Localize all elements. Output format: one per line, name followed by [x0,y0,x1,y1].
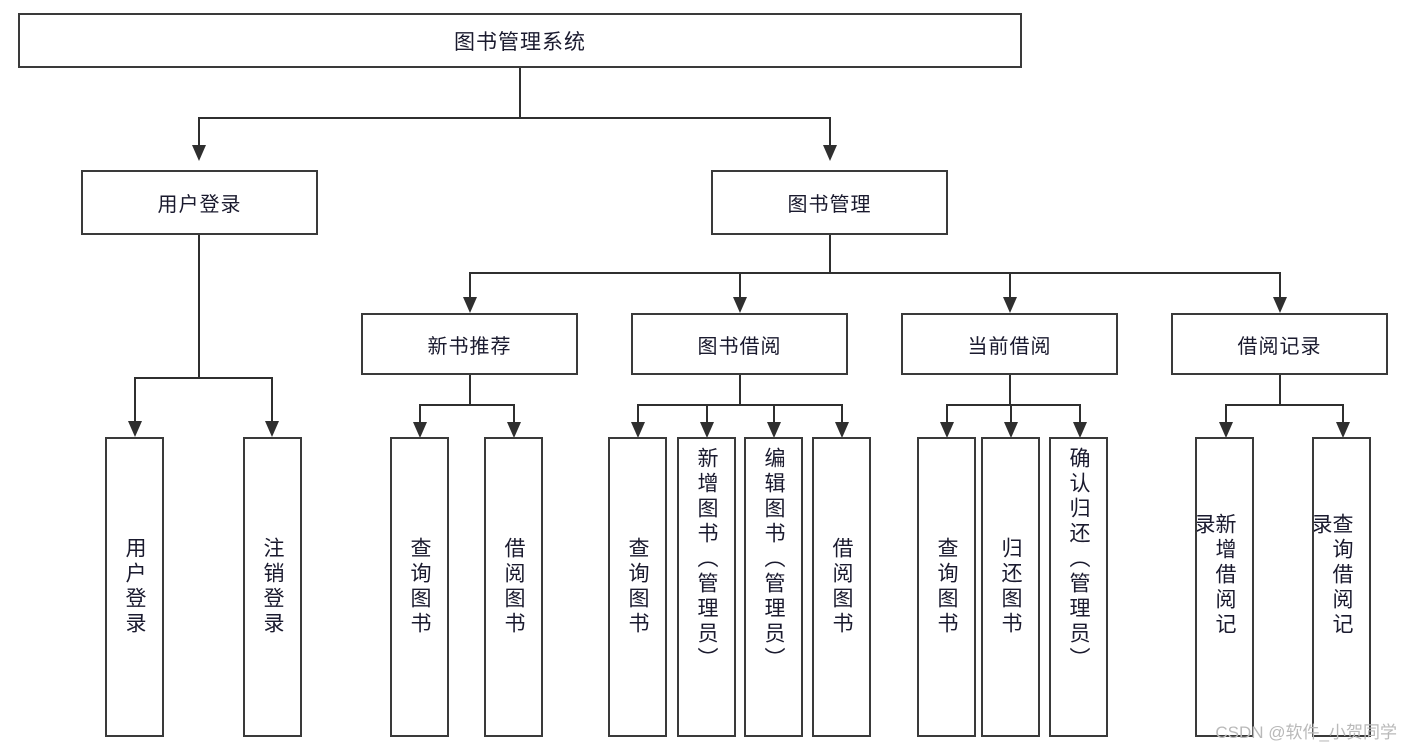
connector-current-borrow-bus [946,404,1079,406]
arrow-leaf-query-book-1 [413,422,427,438]
connector-current-borrow-drop-1 [946,404,948,422]
leaf-logout-label: 注销登录 [261,537,284,637]
leaf-query-book-1[interactable]: 查询图书 [390,437,449,737]
connector-book-borrow-bus [637,404,842,406]
connector-to-current-borrow [1009,272,1011,297]
node-new-book-recommend[interactable]: 新书推荐 [361,313,578,375]
connector-user-login-bus [134,377,271,379]
leaf-add-book-label: 新增图书（管理员） [695,447,718,672]
arrow-leaf-edit-book [767,422,781,438]
node-borrow-record[interactable]: 借阅记录 [1171,313,1388,375]
connector-to-borrow-record [1279,272,1281,297]
leaf-add-record-label: 新增借阅记录 [1195,513,1236,638]
arrow-to-book-mgmt [823,145,837,161]
connector-user-login-stem [198,235,200,377]
leaf-query-book-1-label: 查询图书 [408,537,431,637]
arrow-leaf-user-login [128,421,142,437]
csdn-watermark: CSDN @软件_小贺同学 [1215,723,1397,742]
leaf-user-login[interactable]: 用户登录 [105,437,164,737]
connector-new-book-bus [419,404,514,406]
connector-level3-bus [469,272,1280,274]
leaf-borrow-book-2[interactable]: 借阅图书 [812,437,871,737]
arrow-leaf-borrow-book-1 [507,422,521,438]
arrow-leaf-query-record [1336,422,1350,438]
connector-to-new-book [469,272,471,297]
connector-book-mgmt-stem [829,235,831,272]
connector-book-borrow-drop-1 [637,404,639,422]
connector-new-book-drop-1 [419,404,421,422]
arrow-leaf-query-book-3 [940,422,954,438]
connector-level2-bus [198,117,830,119]
connector-to-book-borrow [739,272,741,297]
arrow-leaf-add-record [1219,422,1233,438]
leaf-logout[interactable]: 注销登录 [243,437,302,737]
arrow-to-book-borrow [733,297,747,313]
leaf-confirm-return[interactable]: 确认归还（管理员） [1049,437,1108,737]
leaf-edit-book-label: 编辑图书（管理员） [762,447,785,672]
connector-user-login-drop-1 [134,377,136,421]
leaf-borrow-book-2-label: 借阅图书 [830,537,853,637]
leaf-confirm-return-label: 确认归还（管理员） [1067,447,1090,672]
connector-to-user-login [198,117,200,145]
connector-current-borrow-drop-3 [1079,404,1081,422]
leaf-return-book-label: 归还图书 [999,537,1022,637]
connector-new-book-drop-2 [513,404,515,422]
node-root[interactable]: 图书管理系统 [18,13,1022,68]
leaf-return-book[interactable]: 归还图书 [981,437,1040,737]
leaf-query-book-2[interactable]: 查询图书 [608,437,667,737]
connector-book-borrow-stem [739,375,741,404]
leaf-add-book[interactable]: 新增图书（管理员） [677,437,736,737]
leaf-query-record[interactable]: 查询借阅记录 [1312,437,1371,737]
node-book-borrow[interactable]: 图书借阅 [631,313,848,375]
arrow-to-current-borrow [1003,297,1017,313]
arrow-leaf-add-book [700,422,714,438]
connector-borrow-record-drop-1 [1225,404,1227,422]
connector-new-book-stem [469,375,471,404]
leaf-edit-book[interactable]: 编辑图书（管理员） [744,437,803,737]
arrow-to-new-book [463,297,477,313]
connector-root-stem [519,68,521,118]
arrow-leaf-return-book [1004,422,1018,438]
connector-borrow-record-bus [1225,404,1342,406]
leaf-add-record[interactable]: 新增借阅记录 [1195,437,1254,737]
connector-book-borrow-drop-2 [706,404,708,422]
leaf-query-book-2-label: 查询图书 [626,537,649,637]
connector-current-borrow-stem [1009,375,1011,404]
node-current-borrow[interactable]: 当前借阅 [901,313,1118,375]
arrow-leaf-logout [265,421,279,437]
arrow-leaf-confirm-return [1073,422,1087,438]
arrow-to-user-login [192,145,206,161]
arrow-leaf-borrow-book-2 [835,422,849,438]
connector-book-borrow-drop-4 [841,404,843,422]
leaf-borrow-book-1-label: 借阅图书 [502,537,525,637]
leaf-query-record-label: 查询借阅记录 [1312,513,1353,638]
leaf-borrow-book-1[interactable]: 借阅图书 [484,437,543,737]
arrow-to-borrow-record [1273,297,1287,313]
arrow-leaf-query-book-2 [631,422,645,438]
connector-to-book-mgmt [829,117,831,145]
connector-user-login-drop-2 [271,377,273,421]
connector-borrow-record-stem [1279,375,1281,404]
leaf-user-login-label: 用户登录 [123,537,146,637]
node-book-management[interactable]: 图书管理 [711,170,948,235]
connector-borrow-record-drop-2 [1342,404,1344,422]
node-user-login[interactable]: 用户登录 [81,170,318,235]
connector-current-borrow-drop-2 [1010,404,1012,422]
leaf-query-book-3-label: 查询图书 [935,537,958,637]
leaf-query-book-3[interactable]: 查询图书 [917,437,976,737]
connector-book-borrow-drop-3 [773,404,775,422]
